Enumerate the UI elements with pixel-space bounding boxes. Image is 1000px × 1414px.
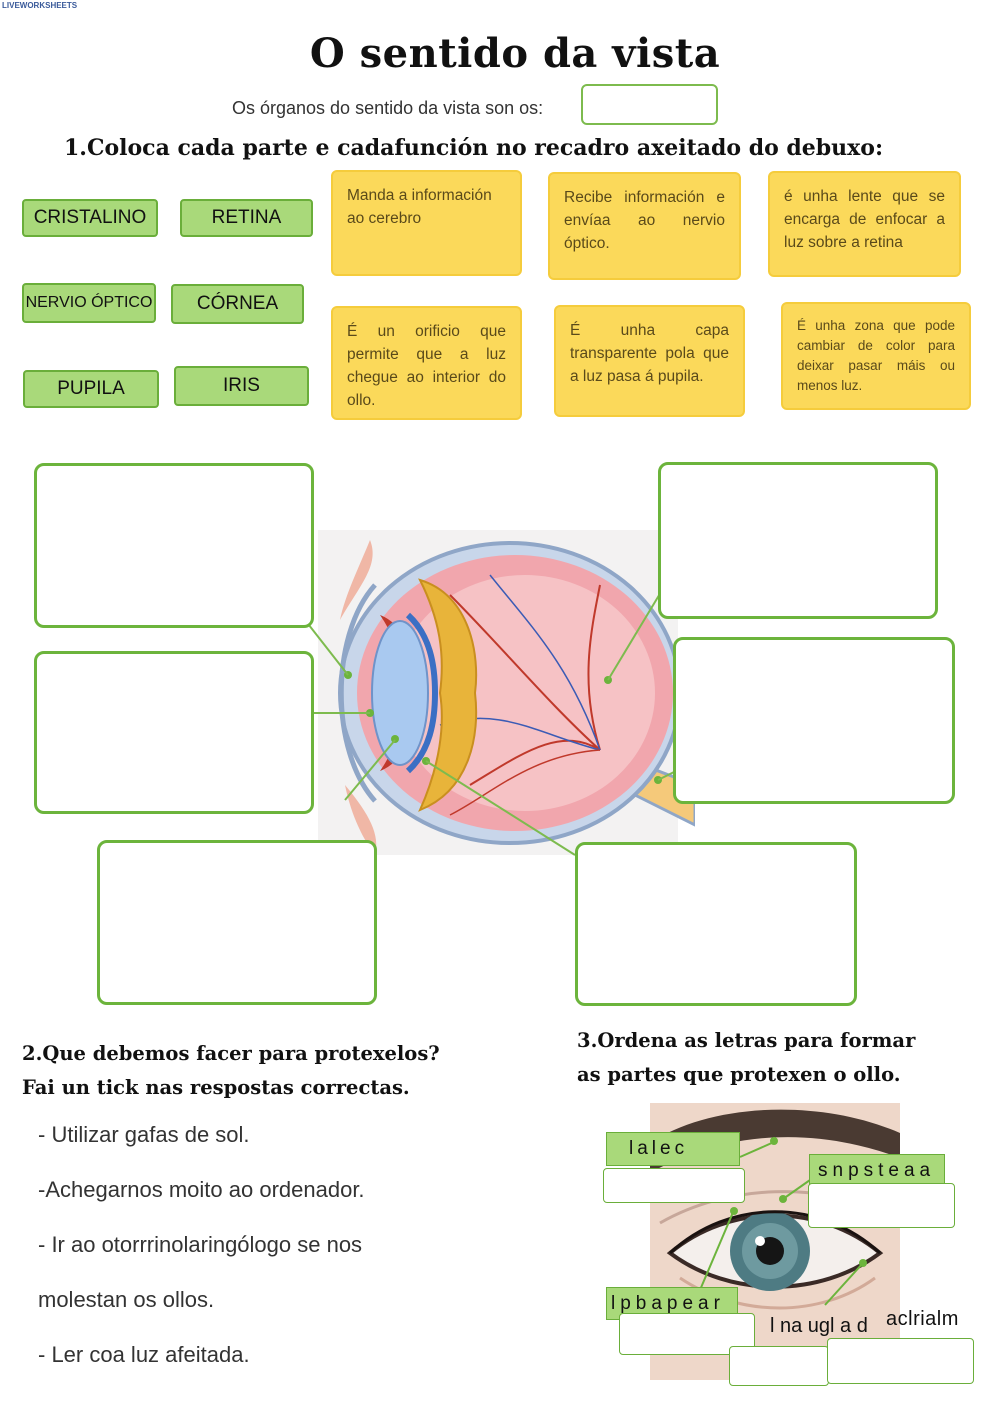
section3-heading-line1: 3.Ordena as letras para formar [577, 1029, 916, 1052]
option-gafas-de-sol[interactable]: - Utilizar gafas de sol. [38, 1122, 250, 1147]
watermark-logo: LIVEWORKSHEETS [2, 1, 78, 10]
eye-diagram-illustration [318, 530, 695, 855]
subtitle-question: Os órganos do sentido da vista son os: [232, 98, 544, 118]
option-otorrino-line1[interactable]: - Ir ao otorrrinolaringólogo se nos [38, 1232, 363, 1257]
scramble-answer-5[interactable] [827, 1338, 974, 1384]
part-chip-cristalino[interactable]: CRISTALINO [22, 199, 158, 237]
section2-heading-line1: 2.Que debemos facer para protexelos? [22, 1042, 440, 1065]
section2-heading-line2: Fai un tick nas respostas correctas. [22, 1076, 410, 1099]
function-card[interactable]: é unha lente que se encarga de enfocar a… [768, 171, 961, 277]
function-card[interactable]: É unha capa transparente pola que a luz … [554, 305, 745, 417]
scramble-label-5: aclrialm [886, 1307, 959, 1330]
scramble-label-4: l na ugl a d [770, 1314, 868, 1337]
scramble-label-1: lalec [606, 1132, 740, 1166]
drop-box-top-left[interactable] [34, 463, 314, 628]
scramble-answer-1[interactable] [603, 1168, 745, 1203]
option-otorrino-line2[interactable]: molestan os ollos. [38, 1287, 215, 1312]
drop-box-mid-right[interactable] [673, 637, 955, 804]
part-chip-retina[interactable]: RETINA [180, 199, 313, 237]
section1-heading: 1.Coloca cada parte e cadafunción no rec… [64, 135, 884, 161]
option-ler-luz[interactable]: - Ler coa luz afeitada. [38, 1342, 250, 1367]
drop-box-bottom-left[interactable] [97, 840, 377, 1005]
scramble-answer-4[interactable] [729, 1346, 829, 1386]
part-chip-cornea[interactable]: CÓRNEA [171, 284, 304, 324]
page-title: O sentido da vista [309, 30, 721, 77]
section2-heading: 2.Que debemos facer para protexelos? Fai… [22, 1037, 440, 1105]
scramble-label-2: snpsteaa [809, 1154, 945, 1187]
function-card[interactable]: Manda a información ao cerebro [331, 170, 522, 276]
drop-box-top-right[interactable] [658, 462, 938, 619]
photo-connector-lines [699, 1141, 864, 1306]
section3-heading: 3.Ordena as letras para formar as partes… [577, 1024, 915, 1092]
drop-box-mid-left[interactable] [34, 651, 314, 814]
drop-box-bottom-right[interactable] [575, 842, 857, 1006]
function-card[interactable]: É un orificio que permite que a luz cheg… [331, 306, 522, 420]
organs-answer-input[interactable] [581, 84, 718, 125]
part-chip-nervio-optico[interactable]: NERVIO ÓPTICO [22, 283, 156, 323]
part-chip-pupila[interactable]: PUPILA [23, 370, 159, 408]
scramble-answer-2[interactable] [808, 1183, 955, 1228]
part-chip-iris[interactable]: IRIS [174, 366, 309, 406]
section3-heading-line2: as partes que protexen o ollo. [577, 1063, 901, 1086]
option-achegarnos-ordenador[interactable]: -Achegarnos moito ao ordenador. [38, 1177, 365, 1202]
function-card[interactable]: É unha zona que pode cambiar de color pa… [781, 302, 971, 410]
function-card[interactable]: Recibe información e envíaa ao nervio óp… [548, 172, 741, 280]
